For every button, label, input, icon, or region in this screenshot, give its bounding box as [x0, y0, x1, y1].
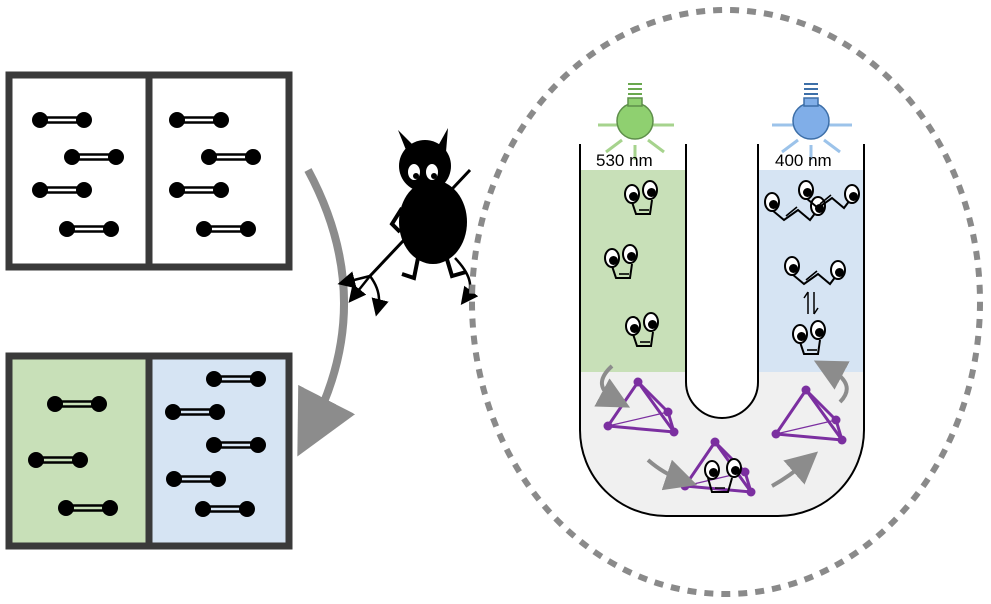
- blue-light-bulb-icon: [772, 83, 852, 160]
- initial-mixed-box: [5, 71, 293, 271]
- maxwell-demon-icon: [337, 128, 479, 317]
- sorted-box: [5, 352, 293, 550]
- encapsulated-molecule-icon: [704, 458, 742, 493]
- left-wavelength-label: 530 nm: [596, 151, 653, 170]
- cycle-arrow: [594, 364, 631, 408]
- sorting-arrow: [297, 168, 356, 457]
- cycle-arrow: [813, 360, 850, 404]
- zoom-dotted-circle: [469, 7, 983, 597]
- green-light-bulb-icon: [598, 83, 674, 160]
- catalyst-region: [580, 372, 864, 516]
- cycle-arrow: [771, 451, 819, 488]
- right-wavelength-label: 400 nm: [775, 151, 832, 170]
- cycle-arrow: [646, 458, 698, 491]
- equilibrium-arrows: [803, 291, 819, 315]
